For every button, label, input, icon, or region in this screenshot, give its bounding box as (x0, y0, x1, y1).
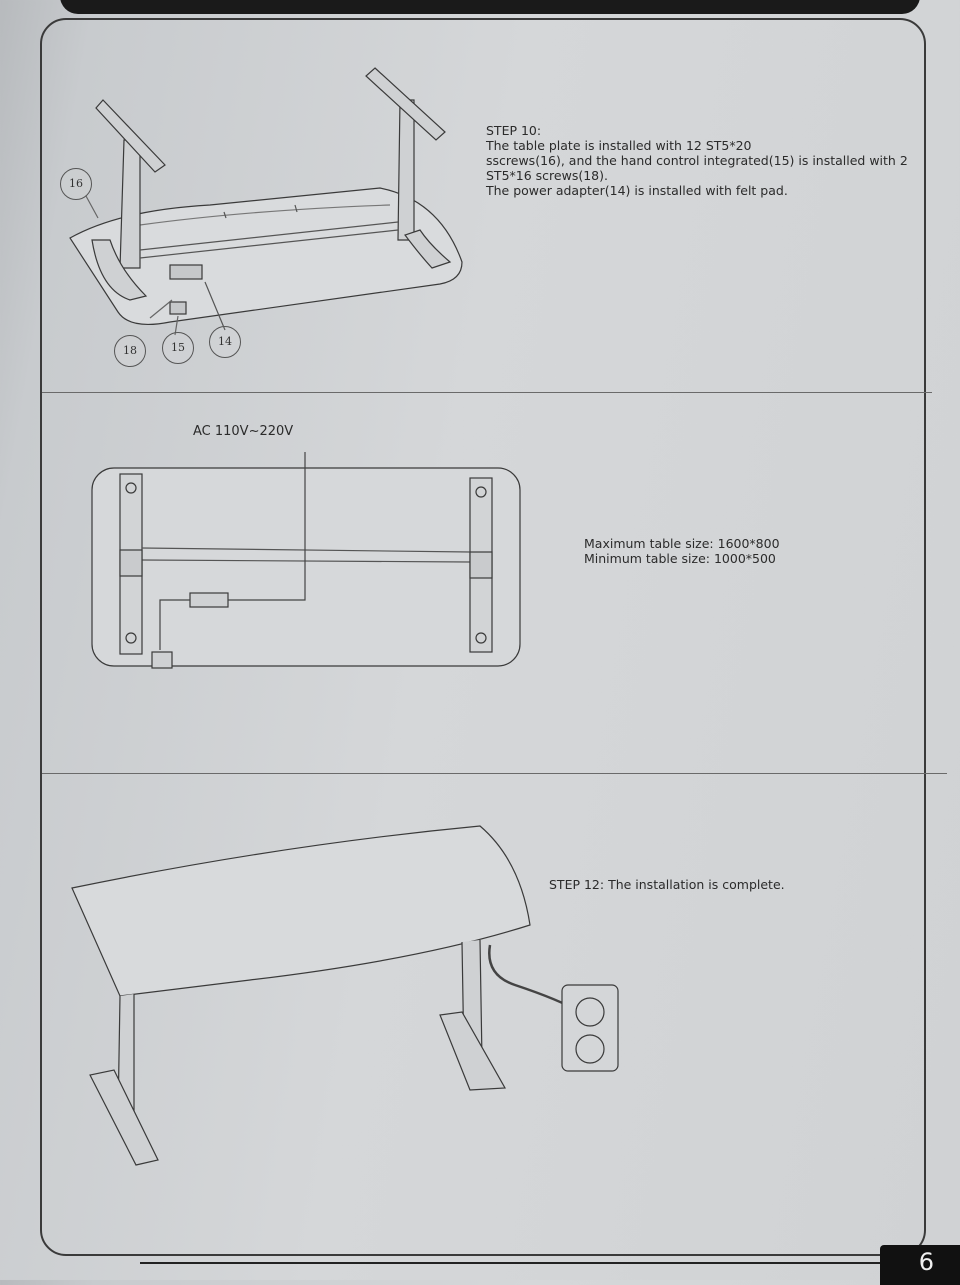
step10-illustration (69, 67, 463, 336)
page-frame (40, 18, 926, 1256)
power-label: AC 110V~220V (193, 424, 294, 439)
callout-16: 16 (60, 168, 92, 200)
step10-line3: ST5*16 screws(18). (486, 168, 608, 183)
footer-rule (140, 1262, 880, 1264)
header-bar (60, 0, 920, 14)
min-table-size: Minimum table size: 1000*500 (584, 551, 776, 566)
step10-line4: The power adapter(14) is installed with … (486, 183, 788, 198)
step10-line1: The table plate is installed with 12 ST5… (486, 138, 752, 153)
page-number: 6 (918, 1248, 934, 1276)
step12-illustration (71, 825, 619, 1166)
step12-text: STEP 12: The installation is complete. (549, 877, 785, 892)
page-number-tab (880, 1245, 960, 1285)
callout-15: 15 (162, 332, 194, 364)
max-table-size: Maximum table size: 1600*800 (584, 536, 780, 551)
callout-14: 14 (209, 326, 241, 358)
step10-title: STEP 10: (486, 123, 542, 138)
section-divider (42, 392, 932, 393)
step11-illustration (91, 452, 521, 669)
section-divider (42, 773, 947, 774)
callout-18: 18 (114, 335, 146, 367)
step10-line2: sscrews(16), and the hand control integr… (486, 153, 908, 168)
